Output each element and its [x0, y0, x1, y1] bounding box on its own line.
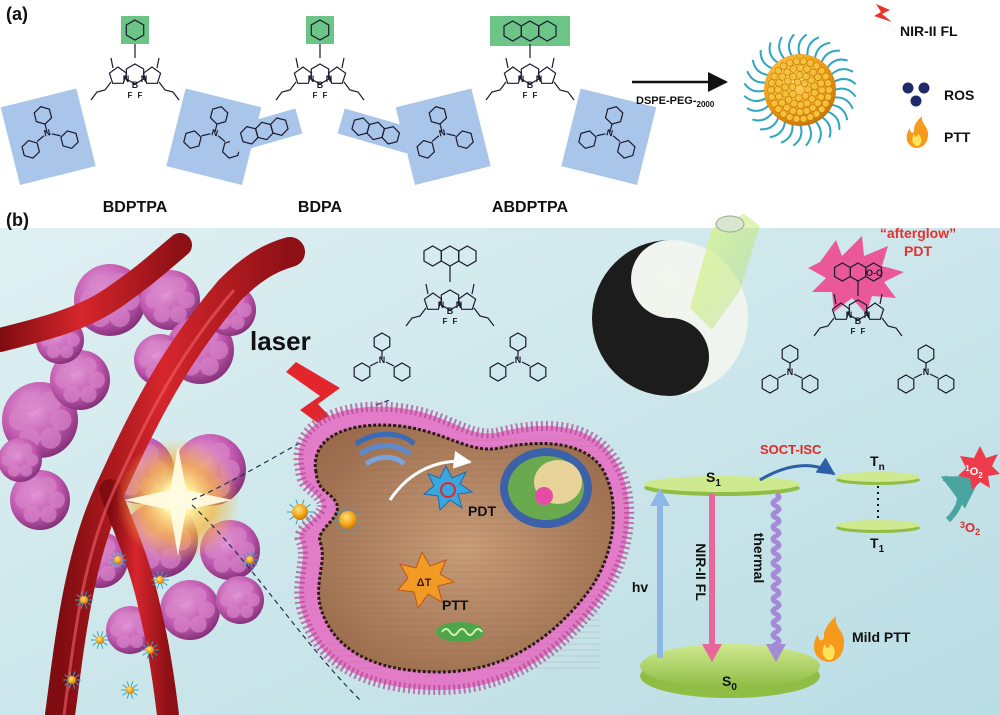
svg-text:N: N: [518, 74, 525, 84]
afterglow-label: “afterglow”: [880, 225, 956, 241]
svg-text:N: N: [605, 127, 614, 138]
svg-text:N: N: [326, 74, 333, 84]
afterglow-burst-icon: [808, 236, 904, 314]
triplet-oxygen-label: 3O2: [960, 520, 980, 537]
svg-text:F: F: [861, 327, 866, 336]
soct-isc-arrow: [759, 457, 836, 482]
o2-burst-icon: [422, 464, 474, 512]
oxygen-conversion-arrow: [940, 475, 982, 523]
delta-t-burst-icon: ΔT: [397, 550, 456, 610]
svg-text:B: B: [317, 80, 324, 90]
svg-text:N: N: [864, 310, 871, 320]
ros-dots-icon: [902, 82, 930, 107]
svg-text:F: F: [138, 91, 143, 100]
svg-text:F: F: [313, 91, 318, 100]
jablonski-diagram: S1 S0 Tn T1 hv NIR-II FL thermal SOCT-IS…: [632, 442, 1000, 698]
zoom-line-top: [191, 399, 391, 501]
flame-icon: [906, 116, 928, 148]
golgi-organelle: [354, 431, 416, 467]
svg-text:N: N: [456, 300, 463, 310]
svg-text:F: F: [523, 91, 528, 100]
blood-vessel: [0, 233, 305, 715]
tn-label: Tn: [870, 453, 885, 473]
mild-ptt-label: Mild PTT: [852, 629, 911, 645]
molecule-name-bdpa: BDPA: [298, 199, 343, 216]
svg-text:O-O: O-O: [866, 268, 883, 278]
cell-pdt-label: PDT: [468, 503, 496, 519]
s1-label: S1: [706, 469, 721, 489]
t1-label: T1: [870, 535, 885, 555]
uptake-arrow: [388, 450, 472, 501]
svg-text:N: N: [536, 74, 543, 84]
svg-text:F: F: [851, 327, 856, 336]
molecule-name-bdptpa: BDPTPA: [103, 199, 168, 216]
singlet-oxygen-icon: 1O2: [958, 446, 1000, 490]
panel-b-label: (b): [6, 210, 29, 230]
cell-nanoparticles: [287, 499, 362, 534]
svg-text:N: N: [515, 355, 522, 365]
svg-text:ΔT: ΔT: [417, 577, 432, 589]
panel-b: (b) laser: [0, 210, 1000, 715]
svg-text:F: F: [443, 317, 448, 326]
thermal-label: thermal: [751, 533, 767, 584]
cell-ptt-label: PTT: [442, 597, 469, 613]
molecule-name-abdptpa: ABDPTPA: [492, 199, 569, 216]
nucleus-organelle: [500, 448, 592, 528]
svg-text:N: N: [308, 74, 315, 84]
output-nir-label: NIR-II FL: [900, 23, 958, 39]
svg-text:N: N: [141, 74, 148, 84]
svg-text:F: F: [533, 91, 538, 100]
svg-text:N: N: [438, 300, 445, 310]
svg-text:1O2: 1O2: [965, 464, 983, 480]
dspe-peg-label: DSPE-PEG-2000: [636, 95, 715, 109]
panel-a-label: (a): [6, 4, 28, 24]
output-ptt-label: PTT: [944, 129, 971, 145]
svg-text:B: B: [527, 80, 534, 90]
lightning-icon: [874, 4, 892, 22]
nanoparticle-icon: [743, 33, 857, 147]
svg-text:N: N: [43, 127, 52, 138]
svg-text:B: B: [855, 316, 862, 326]
svg-text:N: N: [438, 127, 447, 138]
output-ros-label: ROS: [944, 87, 974, 103]
mitochondria-organelle: [436, 622, 484, 642]
hv-label: hv: [632, 579, 649, 595]
svg-text:F: F: [323, 91, 328, 100]
svg-text:B: B: [132, 80, 139, 90]
laser-label: laser: [250, 326, 311, 356]
thermal-arrow: [770, 491, 782, 653]
svg-text:N: N: [846, 310, 853, 320]
svg-text:F: F: [128, 91, 133, 100]
laser-burst: [116, 438, 240, 562]
s0-label: S0: [722, 673, 737, 693]
svg-text:N: N: [787, 367, 794, 377]
vessel-nanoparticles: [63, 551, 259, 699]
yin-yang-icon: [592, 214, 760, 396]
soct-isc-label: SOCT-ISC: [760, 442, 822, 457]
svg-text:N: N: [210, 127, 219, 138]
svg-text:N: N: [379, 355, 386, 365]
zoom-line-bottom: [191, 504, 361, 701]
svg-text:N: N: [123, 74, 130, 84]
nir-fl-label: NIR-II FL: [693, 543, 709, 601]
svg-text:N: N: [923, 367, 930, 377]
svg-text:B: B: [447, 306, 454, 316]
svg-text:F: F: [453, 317, 458, 326]
afterglow-pdt-label: PDT: [904, 243, 932, 259]
mild-ptt-flame-icon: [813, 616, 844, 662]
